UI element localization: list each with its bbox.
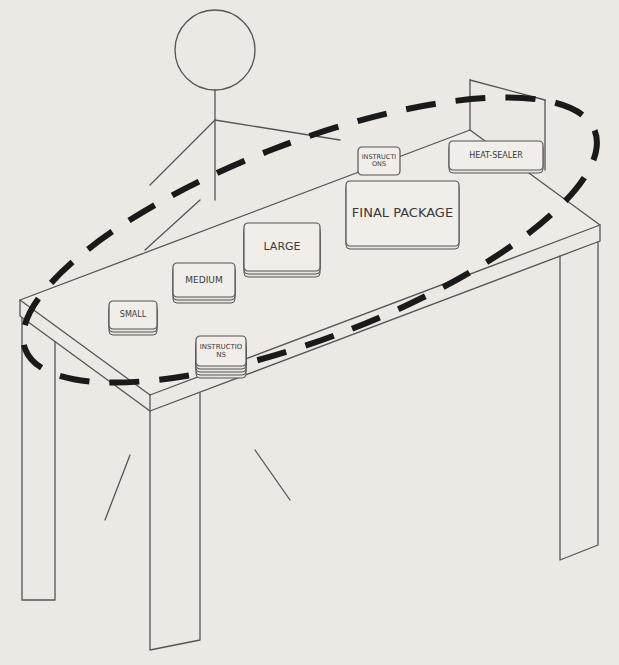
table-top [20,130,600,395]
instructions-tag: INSTRUCTIONS [357,146,401,176]
table-edge [149,395,150,411]
box-top [358,147,400,175]
box-top [109,301,157,329]
table-leg [560,242,598,560]
node-label: HEAT-SEALER [469,151,523,160]
node-text-group: INSTRUCTIONS [361,154,397,169]
node-text-group: LARGE [263,241,300,254]
node-label: SMALL [120,310,146,319]
figure-body [214,90,215,200]
table-leg [22,318,55,600]
node-text-group: MEDIUM [185,275,222,285]
box-top [346,181,459,246]
node-label: FINAL PACKAGE [352,206,453,221]
box-top [449,141,543,170]
node-label: MEDIUM [185,275,222,285]
table-leg-back [105,455,130,520]
box-top [173,263,235,297]
box-top [244,223,320,271]
instructions-stack: INSTRUCTIONS [195,335,247,379]
node-text-group: HEAT-SEALER [469,151,523,160]
heat-sealer: HEAT-SEALER [448,140,544,174]
box-top [196,336,246,366]
large-box: LARGE [243,222,321,278]
figure-arm [150,120,215,185]
work-area-outline [0,39,619,441]
table-edge [469,80,470,130]
node-text-group: FINAL PACKAGE [352,206,453,221]
final-package: FINAL PACKAGE [345,180,460,250]
node-label: INSTRUCTIONS [199,343,243,359]
node-label: INSTRUCTIONS [361,154,397,169]
table-leg-back [255,450,290,500]
node-label: LARGE [263,241,300,254]
figure-head [175,10,255,90]
table-leg [150,393,200,650]
node-text-group: SMALL [120,310,146,319]
table-edge [544,100,545,170]
medium-box: MEDIUM [172,262,236,304]
node-text-group: INSTRUCTIONS [199,343,243,359]
small-box: SMALL [108,300,158,336]
